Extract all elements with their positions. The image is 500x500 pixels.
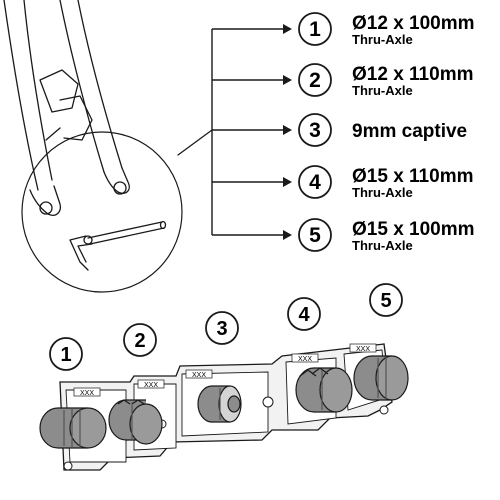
option-number: 1 bbox=[309, 18, 321, 41]
svg-text:XXX: XXX bbox=[192, 372, 206, 379]
adapter-5 bbox=[353, 355, 409, 401]
tray-number-5: 5 bbox=[369, 283, 403, 317]
svg-text:5: 5 bbox=[380, 290, 391, 312]
svg-text:XXX: XXX bbox=[298, 356, 312, 363]
svg-text:XXX: XXX bbox=[144, 382, 158, 389]
option-type: Thru-Axle bbox=[352, 83, 413, 98]
fork-illustration bbox=[3, 0, 213, 293]
option-size: Ø15 x 100mm bbox=[352, 219, 475, 240]
tray-number-2: 2 bbox=[123, 323, 157, 357]
svg-text:3: 3 bbox=[216, 318, 227, 340]
option-type: Thru-Axle bbox=[352, 185, 413, 200]
option-1: 1 Ø12 x 100mm Thru-Axle bbox=[298, 12, 475, 47]
arrowheads bbox=[283, 24, 292, 240]
option-number: 4 bbox=[309, 171, 321, 194]
option-4: 4 Ø15 x 110mm Thru-Axle bbox=[298, 165, 473, 200]
tray-number-1: 1 bbox=[49, 337, 83, 371]
tray-number-4: 4 bbox=[287, 297, 321, 331]
adapter-1 bbox=[39, 407, 107, 449]
option-badge bbox=[298, 63, 332, 97]
option-badge bbox=[298, 165, 332, 199]
adapter-2 bbox=[108, 399, 163, 445]
option-number: 3 bbox=[309, 119, 321, 142]
option-size: Ø12 x 110mm bbox=[352, 64, 473, 85]
tray-number-3: 3 bbox=[205, 311, 239, 345]
option-type: Thru-Axle bbox=[352, 32, 413, 47]
adapter-3 bbox=[197, 385, 242, 423]
adapter-tray: XXX XXX XXX XXX XXX bbox=[39, 283, 409, 471]
adapter-4 bbox=[295, 367, 353, 413]
option-number: 5 bbox=[309, 224, 321, 247]
option-type: Thru-Axle bbox=[352, 238, 413, 253]
option-3: 3 9mm captive bbox=[298, 113, 467, 147]
svg-text:2: 2 bbox=[134, 330, 145, 352]
option-2: 2 Ø12 x 110mm Thru-Axle bbox=[298, 63, 473, 98]
option-size: Ø12 x 100mm bbox=[352, 13, 475, 34]
svg-text:4: 4 bbox=[298, 304, 310, 326]
option-badge bbox=[298, 218, 332, 252]
option-number: 2 bbox=[309, 69, 321, 92]
option-size: Ø15 x 110mm bbox=[352, 166, 473, 187]
option-badge bbox=[298, 12, 332, 46]
option-bracket bbox=[211, 28, 283, 236]
slot-labels: XXX XXX XXX XXX XXX bbox=[73, 343, 377, 397]
svg-text:XXX: XXX bbox=[80, 390, 94, 397]
svg-text:1: 1 bbox=[60, 344, 71, 366]
svg-text:XXX: XXX bbox=[356, 346, 370, 353]
option-5: 5 Ø15 x 100mm Thru-Axle bbox=[298, 218, 475, 253]
option-badge bbox=[298, 113, 332, 147]
option-size: 9mm captive bbox=[352, 121, 467, 142]
